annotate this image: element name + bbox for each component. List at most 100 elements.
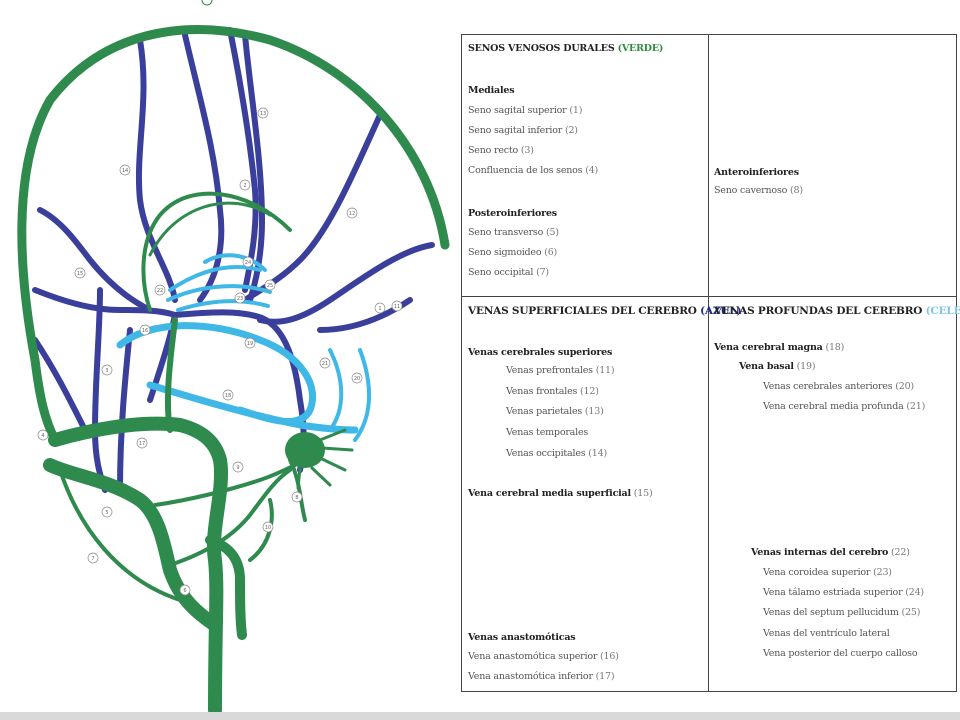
label-19: 19 bbox=[244, 337, 256, 349]
list-item: Seno sagital superior (1) bbox=[468, 105, 583, 116]
magna-row: Vena cerebral magna (18) bbox=[714, 342, 845, 353]
sinus-transverse bbox=[48, 416, 228, 717]
svg-text:11: 11 bbox=[394, 304, 400, 310]
vein-occipital bbox=[257, 242, 435, 325]
list-item: Vena coroidea superior (23) bbox=[763, 567, 892, 578]
svg-text:16: 16 bbox=[142, 328, 148, 334]
label-16: 16 bbox=[139, 324, 151, 336]
label-11: 11 bbox=[391, 300, 403, 312]
label-14: 14 bbox=[119, 164, 131, 176]
vein-basal bbox=[146, 381, 359, 434]
label-13: 13 bbox=[257, 107, 269, 119]
svg-text:24: 24 bbox=[245, 260, 251, 266]
label-18: 18 bbox=[222, 389, 234, 401]
label-5: 5 bbox=[101, 506, 113, 518]
svg-text:14: 14 bbox=[122, 168, 128, 174]
svg-text:17: 17 bbox=[139, 441, 145, 447]
vein-septum bbox=[166, 284, 272, 302]
list-item: Seno cavernoso (8) bbox=[714, 185, 803, 196]
sinus-cavernous-branch bbox=[288, 458, 307, 522]
label-6: 6 bbox=[179, 584, 191, 596]
svg-text:9: 9 bbox=[236, 465, 239, 471]
sinus-sigmoid bbox=[205, 535, 247, 640]
diagram-number-labels: 1 2 3 4 5 6 7 8 9 10 11 12 13 14 15 16 1… bbox=[37, 107, 403, 596]
sinus-sagittal-superior bbox=[17, 25, 450, 445]
vein-lateral bbox=[32, 337, 88, 433]
legend-table: SENOS VENOSOS DURALES (VERDE) Mediales S… bbox=[461, 34, 960, 692]
sinus-upper-arc bbox=[148, 201, 272, 257]
vein-anterior-2 bbox=[32, 287, 178, 318]
dural-sinuses bbox=[17, 25, 450, 717]
label-1: 1 bbox=[374, 302, 386, 314]
sinus-sagittal-inferior bbox=[141, 191, 292, 312]
label-4: 4 bbox=[37, 429, 49, 441]
svg-text:13: 13 bbox=[260, 111, 266, 117]
label-7: 7 bbox=[87, 552, 99, 564]
vein-parietal-1 bbox=[227, 27, 259, 293]
svg-text:20: 20 bbox=[354, 376, 360, 382]
vein-parietal-3 bbox=[242, 112, 383, 303]
svg-text:19: 19 bbox=[247, 341, 253, 347]
superficial-title-row: VENAS SUPERFICIALES DEL CEREBRO (AZUL) bbox=[468, 305, 741, 317]
superficial-tag: (AZUL) bbox=[700, 305, 742, 317]
deep-veins bbox=[116, 253, 372, 442]
label-8: 8 bbox=[291, 491, 303, 503]
list-item: Venas parietales (13) bbox=[506, 406, 604, 417]
list-item: Venas prefrontales (11) bbox=[506, 365, 615, 376]
svg-text:10: 10 bbox=[265, 525, 271, 531]
top-label-marker bbox=[201, 0, 213, 6]
label-20: 20 bbox=[351, 372, 363, 384]
list-item: Venas cerebrales anteriores (20) bbox=[763, 381, 914, 392]
vein-frontal bbox=[182, 32, 225, 303]
superficial-veins-cell: VENAS SUPERFICIALES DEL CEREBRO (AZUL) V… bbox=[462, 297, 741, 691]
label-21: 21 bbox=[319, 357, 331, 369]
list-item: Venas del ventrículo lateral bbox=[763, 628, 890, 639]
svg-text:18: 18 bbox=[225, 393, 231, 399]
label-24: 24 bbox=[242, 256, 254, 268]
list-item: Venas frontales (12) bbox=[506, 386, 599, 397]
antero-cell: Anteroinferiores Seno cavernoso (8) bbox=[709, 35, 956, 297]
svg-text:4: 4 bbox=[41, 433, 44, 439]
vein-anterior-1 bbox=[37, 207, 153, 313]
list-item: Venas occipitales (14) bbox=[506, 448, 607, 459]
list-item: Vena tálamo estriada superior (24) bbox=[763, 587, 924, 598]
dural-title: SENOS VENOSOS DURALES bbox=[468, 43, 615, 54]
svg-text:5: 5 bbox=[105, 510, 108, 516]
sinus-petrosal-2 bbox=[168, 468, 292, 567]
vein-choroid bbox=[176, 299, 270, 312]
label-2: 2 bbox=[239, 179, 251, 191]
list-item: Seno occipital (7) bbox=[468, 267, 549, 278]
svg-text:21: 21 bbox=[322, 361, 328, 367]
basal-row: Vena basal (19) bbox=[739, 361, 816, 372]
deep-title-row: VENAS PROFUNDAS DEL CEREBRO (CELESTE) bbox=[714, 305, 960, 317]
deep-title: VENAS PROFUNDAS DEL CEREBRO bbox=[714, 305, 923, 317]
internas-row: Venas internas del cerebro (22) bbox=[751, 547, 910, 558]
label-17: 17 bbox=[136, 437, 148, 449]
svg-text:2: 2 bbox=[243, 183, 246, 189]
list-item: Venas temporales bbox=[506, 427, 589, 438]
mediales-heading: Mediales bbox=[468, 85, 515, 96]
label-25: 25 bbox=[264, 279, 276, 291]
vein-anastomotic-inf bbox=[117, 327, 133, 493]
superficial-title: VENAS SUPERFICIALES DEL CEREBRO bbox=[468, 305, 697, 317]
list-item: Venas del septum pellucidum (25) bbox=[763, 607, 921, 618]
deep-veins-cell: VENAS PROFUNDAS DEL CEREBRO (CELESTE) Ve… bbox=[709, 297, 960, 691]
sinus-occipital bbox=[58, 468, 182, 602]
svg-text:15: 15 bbox=[77, 271, 83, 277]
list-item: Seno sagital inferior (2) bbox=[468, 125, 578, 136]
list-item: Vena cerebral media profunda (21) bbox=[763, 401, 926, 412]
svg-text:3: 3 bbox=[105, 368, 108, 374]
svg-text:6: 6 bbox=[183, 588, 186, 594]
list-item: Vena anastomótica inferior (17) bbox=[468, 671, 615, 682]
label-15: 15 bbox=[74, 267, 86, 279]
label-23: 23 bbox=[234, 292, 246, 304]
svg-text:22: 22 bbox=[157, 288, 163, 294]
dural-tag: (VERDE) bbox=[617, 43, 664, 54]
list-item: Seno recto (3) bbox=[468, 145, 534, 156]
sinus-transverse-lower bbox=[43, 458, 222, 632]
antero-heading: Anteroinferiores bbox=[714, 167, 799, 178]
svg-text:12: 12 bbox=[349, 211, 355, 217]
anast-heading: Venas anastomóticas bbox=[468, 632, 576, 643]
cerebral-veins-diagram: 1 2 3 4 5 6 7 8 9 10 11 12 13 14 15 16 1… bbox=[17, 0, 450, 717]
dural-title-row: SENOS VENOSOS DURALES (VERDE) bbox=[468, 43, 663, 54]
